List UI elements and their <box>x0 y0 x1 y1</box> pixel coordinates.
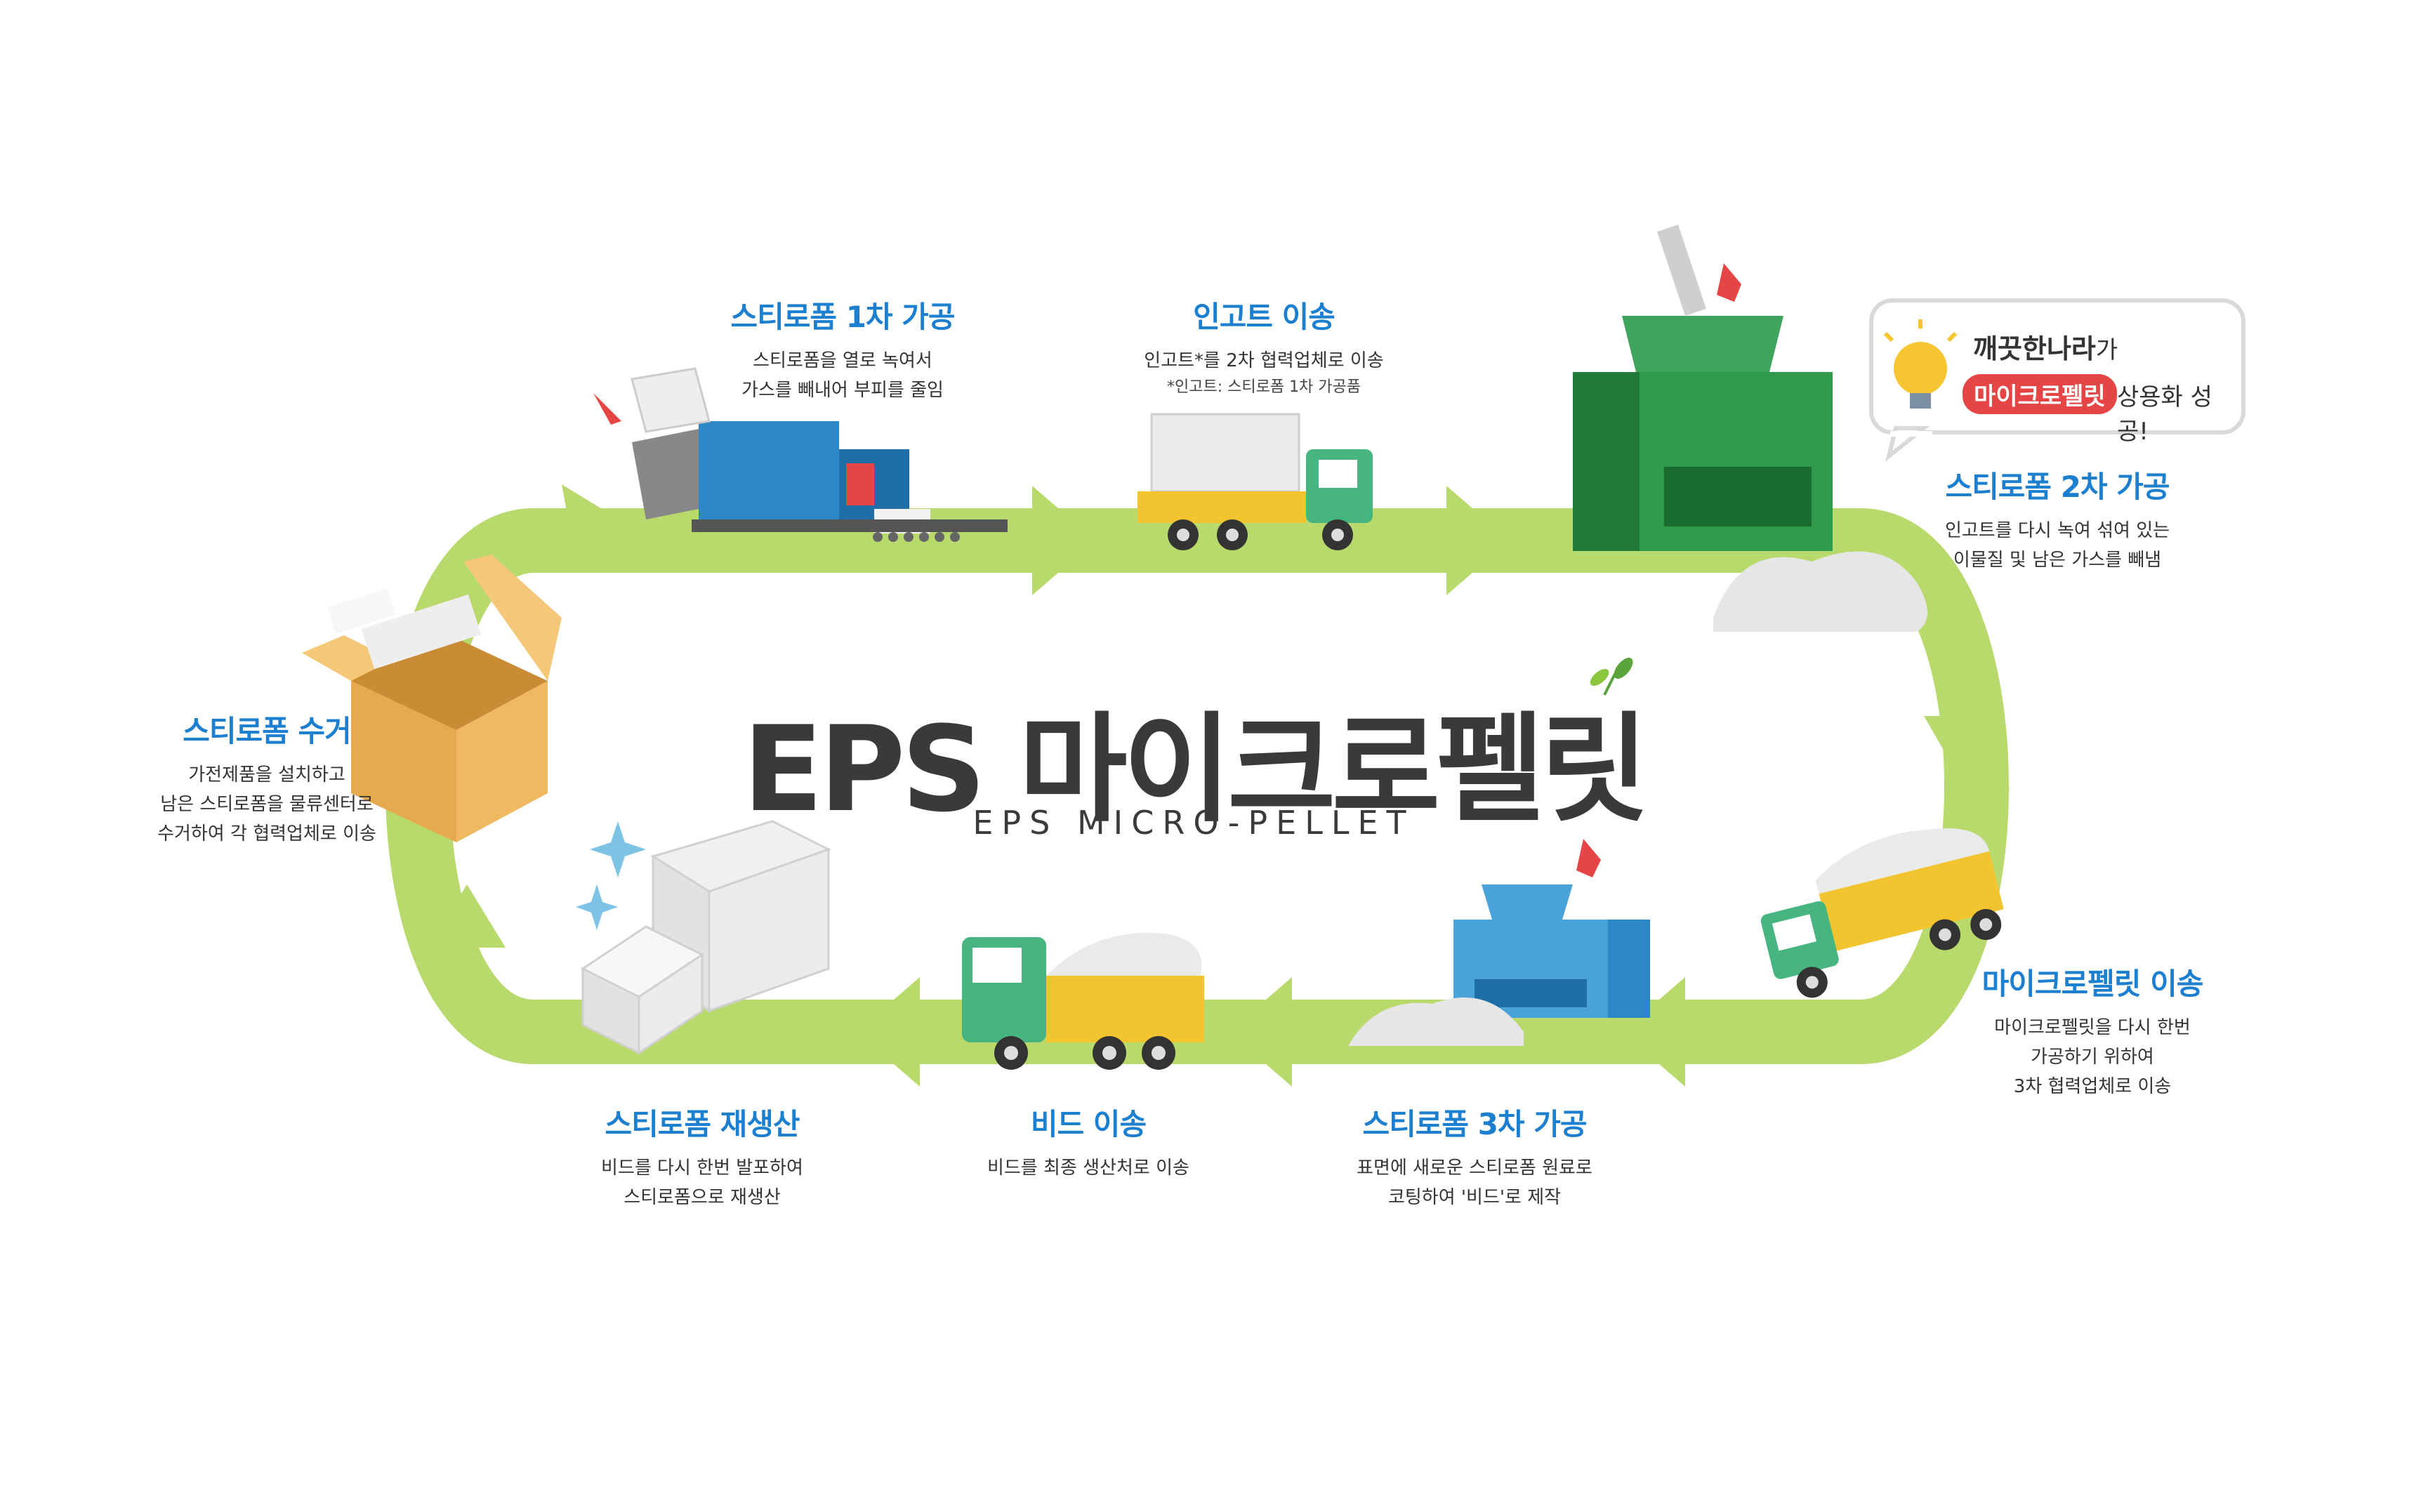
arrow-left-1 <box>1622 977 1685 1087</box>
diagram-title: EPS 마이크로펠릿 <box>742 701 1649 838</box>
arrow-down-right <box>1924 716 2001 783</box>
callout-text: 깨끗한나라가 마이크로펠릿 상용화 성공! <box>1871 300 2243 446</box>
sparkle-icon <box>576 884 618 930</box>
step-title: 스티로폼 수거 <box>183 714 351 748</box>
step-desc-line: 인고트*를 2차 협력업체로 이송 <box>1144 350 1384 371</box>
step-bead: 비드 이송 비드를 최종 생산처로 이송 <box>822 1101 1355 1183</box>
bead-truck-icon <box>962 932 1204 1070</box>
step-desc-line: 남은 스티로폼을 물류센터로 <box>160 794 374 815</box>
step-process3: 스티로폼 3차 가공 표면에 새로운 스티로폼 원료로 코팅하여 '비드'로 제… <box>1208 1101 1741 1212</box>
step-desc-line: 가공하기 위하여 <box>2031 1047 2154 1068</box>
callout-highlight: 마이크로펠릿 <box>1963 374 2117 414</box>
step-title: 인고트 이송 <box>1193 300 1335 334</box>
step-desc-line: 이물질 및 남은 가스를 빼냄 <box>1953 550 2162 571</box>
step-title: 스티로폼 재생산 <box>605 1107 800 1141</box>
third-processing-machine-icon <box>1348 839 1650 1046</box>
styrofoam-stack-icon <box>576 820 831 1055</box>
lightbulb-icon <box>1883 319 1958 409</box>
step-desc-line: 스티로폼으로 재생산 <box>624 1187 781 1208</box>
step-reproduce: 스티로폼 재생산 비드를 다시 한번 발포하여 스티로폼으로 재생산 <box>435 1101 969 1212</box>
step-title: 비드 이송 <box>1030 1107 1147 1141</box>
callout-suffix: 가 <box>2095 336 2118 364</box>
step-process1: 스티로폼 1차 가공 스티로폼을 열로 녹여서 가스를 빼내어 부피를 줄임 <box>576 293 1109 405</box>
arrow-up-left <box>428 884 506 948</box>
cardboard-box-icon <box>302 555 562 842</box>
step-ingot: 인고트 이송 인고트*를 2차 협력업체로 이송 *인고트: 스티로폼 1차 가… <box>997 293 1531 399</box>
arrow-left-3 <box>857 977 920 1087</box>
step-desc-line: 비드를 다시 한번 발포하여 <box>601 1158 803 1179</box>
step-process2: 스티로폼 2차 가공 인고트를 다시 녹여 섞여 있는 이물질 및 남은 가스를… <box>1790 463 2324 575</box>
sparkle-icon <box>590 821 646 877</box>
step-note: *인고트: 스티로폼 1차 가공품 <box>1166 378 1361 396</box>
arrow-up-right <box>562 484 625 562</box>
step-desc-line: 가스를 빼내어 부피를 줄임 <box>741 380 944 401</box>
step-desc-line: 코팅하여 '비드'로 제작 <box>1387 1187 1562 1208</box>
second-processing-machine-icon <box>1573 225 1927 632</box>
arrow-right-2 <box>1446 486 1510 595</box>
step-collect: 스티로폼 수거 가전제품을 설치하고 남은 스티로폼을 물류센터로 수거하여 각… <box>0 708 534 849</box>
callout-line2: 상용화 성공! <box>2117 383 2212 446</box>
step-desc-line: 3차 협력업체로 이송 <box>2013 1076 2172 1097</box>
step-desc-line: 표면에 새로운 스티로폼 원료로 <box>1357 1158 1592 1179</box>
first-processing-machine-icon <box>593 367 1008 542</box>
step-desc-line: 인고트를 다시 녹여 섞여 있는 <box>1944 520 2170 541</box>
step-desc-line: 수거하여 각 협력업체로 이송 <box>157 823 376 844</box>
step-title: 스티로폼 3차 가공 <box>1362 1107 1588 1141</box>
step-desc-line: 스티로폼을 열로 녹여서 <box>753 350 932 371</box>
diagram-subtitle: EPS MICRO-PELLET <box>972 804 1415 842</box>
arrow-left-2 <box>1229 977 1292 1087</box>
step-title: 마이크로펠릿 이송 <box>1981 967 2204 1001</box>
ingot-truck-icon <box>1137 413 1373 550</box>
step-title: 스티로폼 2차 가공 <box>1945 470 2170 504</box>
arrow-right-1 <box>1032 486 1095 595</box>
step-title: 스티로폼 1차 가공 <box>730 300 956 334</box>
step-desc-line: 가전제품을 설치하고 <box>188 764 345 785</box>
callout-brand: 깨끗한나라 <box>1973 333 2096 364</box>
step-desc-line: 마이크로펠릿을 다시 한번 <box>1994 1017 2191 1038</box>
step-pellet: 마이크로펠릿 이송 마이크로펠릿을 다시 한번 가공하기 위하여 3차 협력업체… <box>1826 960 2359 1101</box>
leaf-icon <box>1590 658 1633 696</box>
pellet-truck-icon <box>1760 828 2004 998</box>
step-desc-line: 비드를 최종 생산처로 이송 <box>987 1158 1189 1179</box>
